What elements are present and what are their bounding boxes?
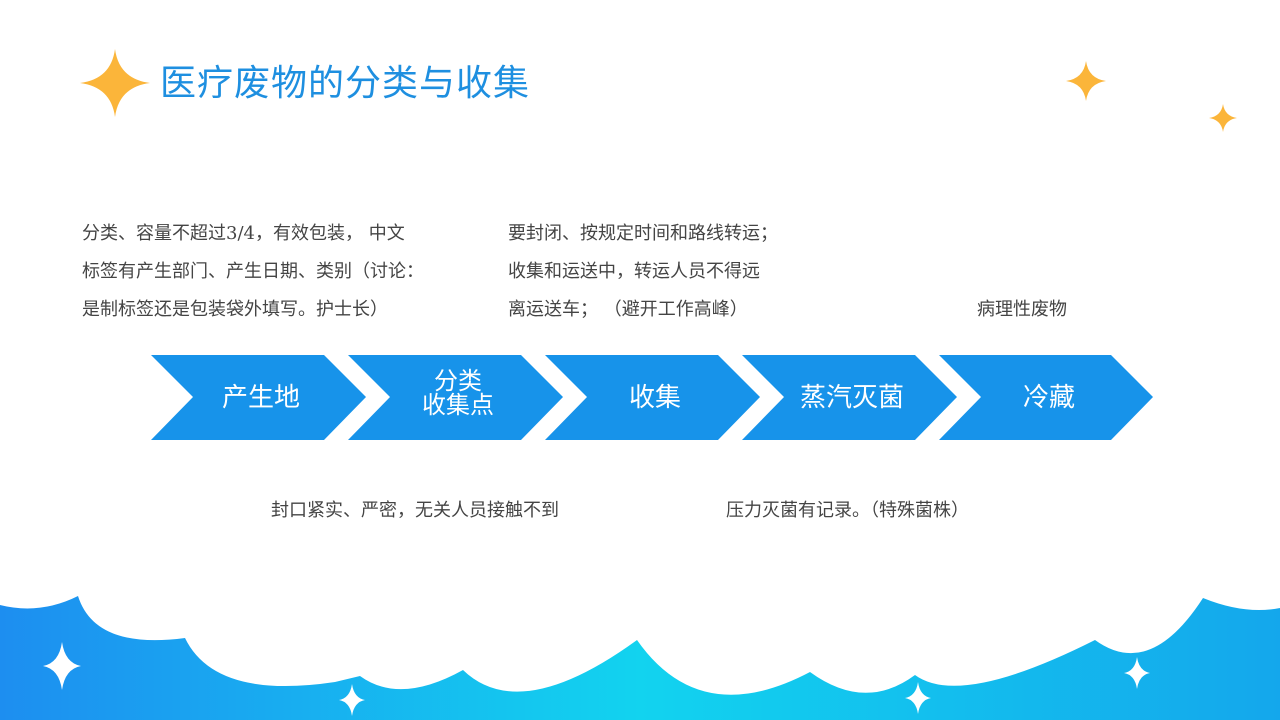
sparkle-icon [43, 642, 81, 690]
note-collection: 要封闭、按规定时间和路线转运； 收集和运送中，转运人员不得远 离运送车； （避开… [508, 215, 778, 329]
process-step-steam-sterilization: 蒸汽灭菌 [782, 385, 922, 411]
process-step-collection: 收集 [585, 385, 725, 411]
sparkle-icon [80, 49, 150, 117]
note-line: 病理性废物 [977, 299, 1067, 320]
note-refrigeration: 病理性废物 [977, 291, 1067, 329]
sparkle-icon [1066, 61, 1106, 101]
note-line: 标签有产生部门、产生日期、类别（讨论： [82, 261, 424, 282]
sparkle-icon [1209, 104, 1237, 132]
step-label: 冷藏 [1022, 383, 1075, 413]
step-label: 分类 [434, 367, 482, 395]
note-line: 是制标签还是包装袋外填写。护士长） [82, 299, 388, 320]
step-label: 产生地 [221, 383, 300, 413]
sparkle-icon [905, 682, 931, 714]
sparkle-icon [339, 684, 365, 716]
process-step-sorting: 分类 收集点 [388, 369, 528, 417]
step-label: 蒸汽灭菌 [799, 383, 904, 413]
process-step-shape [151, 355, 366, 440]
process-step-refrigeration: 冷藏 [979, 385, 1119, 411]
note-line: 收集和运送中，转运人员不得远 [508, 261, 760, 282]
note-generation-point: 分类、容量不超过3/4，有效包装， 中文 标签有产生部门、产生日期、类别（讨论：… [82, 215, 424, 329]
process-step-shape [545, 355, 760, 440]
note-sealing: 封口紧实、严密，无关人员接触不到 [271, 500, 559, 521]
note-sterilization-record: 压力灭菌有记录。（特殊菌株） [726, 500, 969, 521]
process-step-generation: 产生地 [191, 385, 331, 411]
process-step-shape [742, 355, 957, 440]
process-step-shape [939, 355, 1153, 440]
page-title: 医疗废物的分类与收集 [160, 63, 531, 104]
note-line: 分类、容量不超过3/4，有效包装， 中文 [82, 223, 405, 244]
process-step-shape [348, 355, 563, 440]
sparkle-icon [1124, 657, 1150, 689]
note-line: 要封闭、按规定时间和路线转运； [508, 223, 778, 244]
note-line: 离运送车； （避开工作高峰） [508, 299, 748, 320]
step-label: 收集点 [422, 391, 494, 419]
step-label: 收集 [628, 383, 681, 413]
